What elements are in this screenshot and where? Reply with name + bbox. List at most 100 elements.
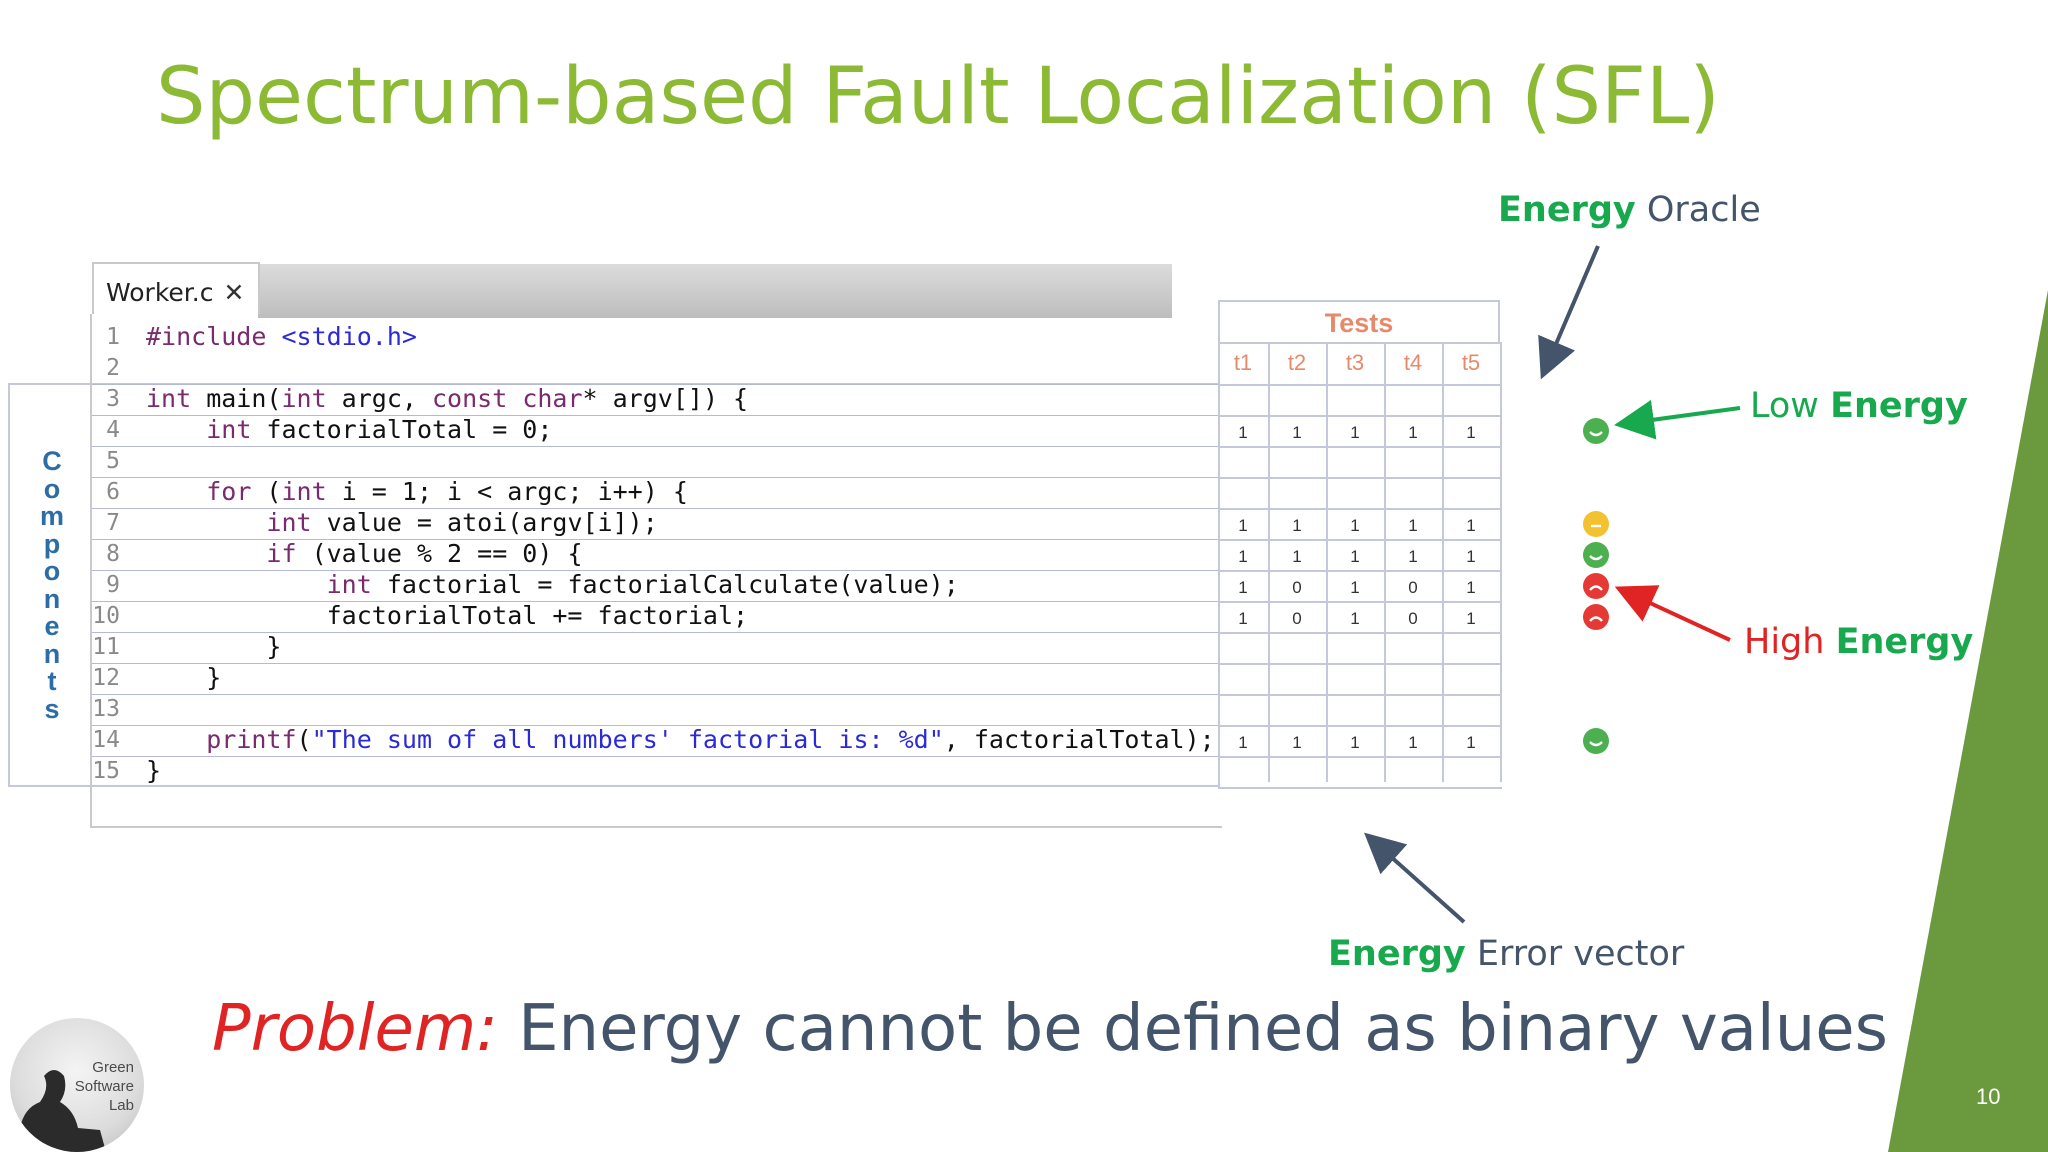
code-row-line: [92, 570, 1220, 571]
code-line[interactable]: #include <stdio.h>: [146, 322, 417, 351]
energy-oracle-energy: Energy: [1498, 190, 1636, 230]
code-row-line: [92, 508, 1220, 509]
happy-face-icon: [1583, 542, 1609, 568]
test-column-divider: [1218, 342, 1220, 782]
test-cell: 1: [1238, 578, 1248, 597]
oracle-arrow: [1538, 245, 1600, 380]
test-column-divider: [1500, 342, 1502, 782]
test-row-divider: [1218, 415, 1502, 417]
code-line[interactable]: for (int i = 1; i < argc; i++) {: [206, 477, 688, 506]
components-letter: p: [43, 528, 61, 559]
test-cell: 1: [1292, 547, 1302, 566]
slide-title: Spectrum-based Fault Localization (SFL): [156, 52, 1720, 142]
test-column-header: t2: [1287, 350, 1307, 375]
neutral-face-icon: [1583, 511, 1609, 537]
test-cell: 1: [1350, 547, 1360, 566]
components-letter: e: [44, 611, 60, 641]
green-software-lab-logo: Green Software Lab: [10, 1018, 144, 1152]
line-number: 7: [106, 510, 120, 536]
components-letter: o: [43, 473, 61, 504]
code-row-line: [92, 725, 1220, 726]
line-number: 3: [106, 386, 120, 412]
test-row-divider: [1218, 632, 1502, 634]
test-cell: 1: [1292, 516, 1302, 535]
line-number: 12: [92, 665, 120, 691]
test-row-divider: [1218, 477, 1502, 479]
test-cell: 1: [1466, 516, 1476, 535]
code-line[interactable]: int factorialTotal = 0;: [206, 415, 553, 444]
code-row-line: [92, 694, 1220, 695]
error-vector-energy: Energy: [1328, 934, 1466, 974]
test-cell: 0: [1292, 609, 1302, 628]
editor-tab-title: Worker.c: [106, 278, 214, 307]
energy-oracle-label: Energy Oracle: [1498, 190, 1761, 230]
test-row-divider: [1218, 446, 1502, 448]
code-line[interactable]: factorialTotal += factorial;: [146, 601, 749, 630]
logo-figure-icon: [20, 1070, 106, 1152]
problem-text: Energy cannot be defined as binary value…: [497, 992, 1888, 1066]
line-number: 8: [106, 541, 120, 567]
test-cell: 0: [1292, 578, 1302, 597]
test-row-divider: [1218, 384, 1502, 386]
code-line[interactable]: }: [146, 756, 162, 785]
test-column-header: t5: [1461, 350, 1481, 375]
code-line[interactable]: int value = atoi(argv[i]);: [266, 508, 658, 537]
low-energy-arrow: [1614, 399, 1741, 440]
problem-statement: Problem: Energy cannot be defined as bin…: [212, 992, 1888, 1066]
code-row-line: [92, 539, 1220, 540]
code-row-line: [92, 632, 1220, 633]
line-number: 11: [92, 634, 120, 660]
components-letter: o: [43, 556, 61, 586]
test-cell: 1: [1350, 516, 1360, 535]
test-cell: 1: [1408, 547, 1418, 566]
test-cell: 1: [1466, 733, 1476, 752]
test-row-divider: [1218, 539, 1502, 541]
code-line[interactable]: if (value % 2 == 0) {: [266, 539, 583, 568]
code-row-line: [92, 384, 1220, 385]
logo-line-2: Software: [74, 1078, 134, 1095]
code-row-line: [92, 663, 1220, 664]
code-line[interactable]: }: [146, 663, 222, 692]
test-row-divider: [1218, 570, 1502, 572]
close-icon[interactable]: ✕: [223, 278, 245, 307]
components-letter: C: [42, 446, 62, 476]
line-number: 5: [106, 448, 120, 474]
test-column-divider: [1384, 342, 1386, 782]
energy-oracle-oracle: Oracle: [1646, 190, 1761, 230]
test-cell: 1: [1350, 423, 1360, 442]
test-cell: 0: [1408, 578, 1418, 597]
test-cell: 1: [1238, 423, 1248, 442]
happy-face-icon: [1583, 728, 1609, 754]
sad-face-icon: [1583, 604, 1609, 630]
test-cell: 1: [1292, 733, 1302, 752]
low-energy-energy: Energy: [1830, 386, 1968, 426]
high-energy-high: High: [1744, 622, 1825, 662]
test-row-divider: [1218, 694, 1502, 696]
test-cell: 1: [1238, 547, 1248, 566]
test-cell: 1: [1238, 609, 1248, 628]
editor-frame: [90, 314, 1222, 828]
energy-error-vector-label: Energy Error vector: [1328, 934, 1684, 974]
code-row-line: [92, 477, 1220, 478]
line-number: 4: [106, 417, 120, 443]
code-line[interactable]: int factorial = factorialCalculate(value…: [326, 570, 959, 599]
test-row-divider: [1218, 663, 1502, 665]
code-line[interactable]: int main(int argc, const char* argv[]) {: [146, 384, 749, 413]
test-column-divider: [1326, 342, 1328, 782]
error-vector-arrow: [1364, 832, 1466, 924]
editor-tab[interactable]: Worker.c ✕: [92, 262, 260, 314]
test-cell: 1: [1408, 516, 1418, 535]
logo-line-3: Lab: [108, 1097, 134, 1114]
test-row-divider: [1218, 725, 1502, 727]
sad-face-icon: [1583, 573, 1609, 599]
logo-line-1: Green: [92, 1059, 134, 1076]
code-row-line: [92, 446, 1220, 447]
test-cell: 1: [1238, 733, 1248, 752]
test-row-divider: [1218, 756, 1502, 758]
code-line[interactable]: printf("The sum of all numbers' factoria…: [206, 725, 1215, 754]
problem-label: Problem:: [212, 992, 498, 1066]
test-column-header: t3: [1345, 350, 1365, 375]
code-line[interactable]: }: [146, 632, 282, 661]
